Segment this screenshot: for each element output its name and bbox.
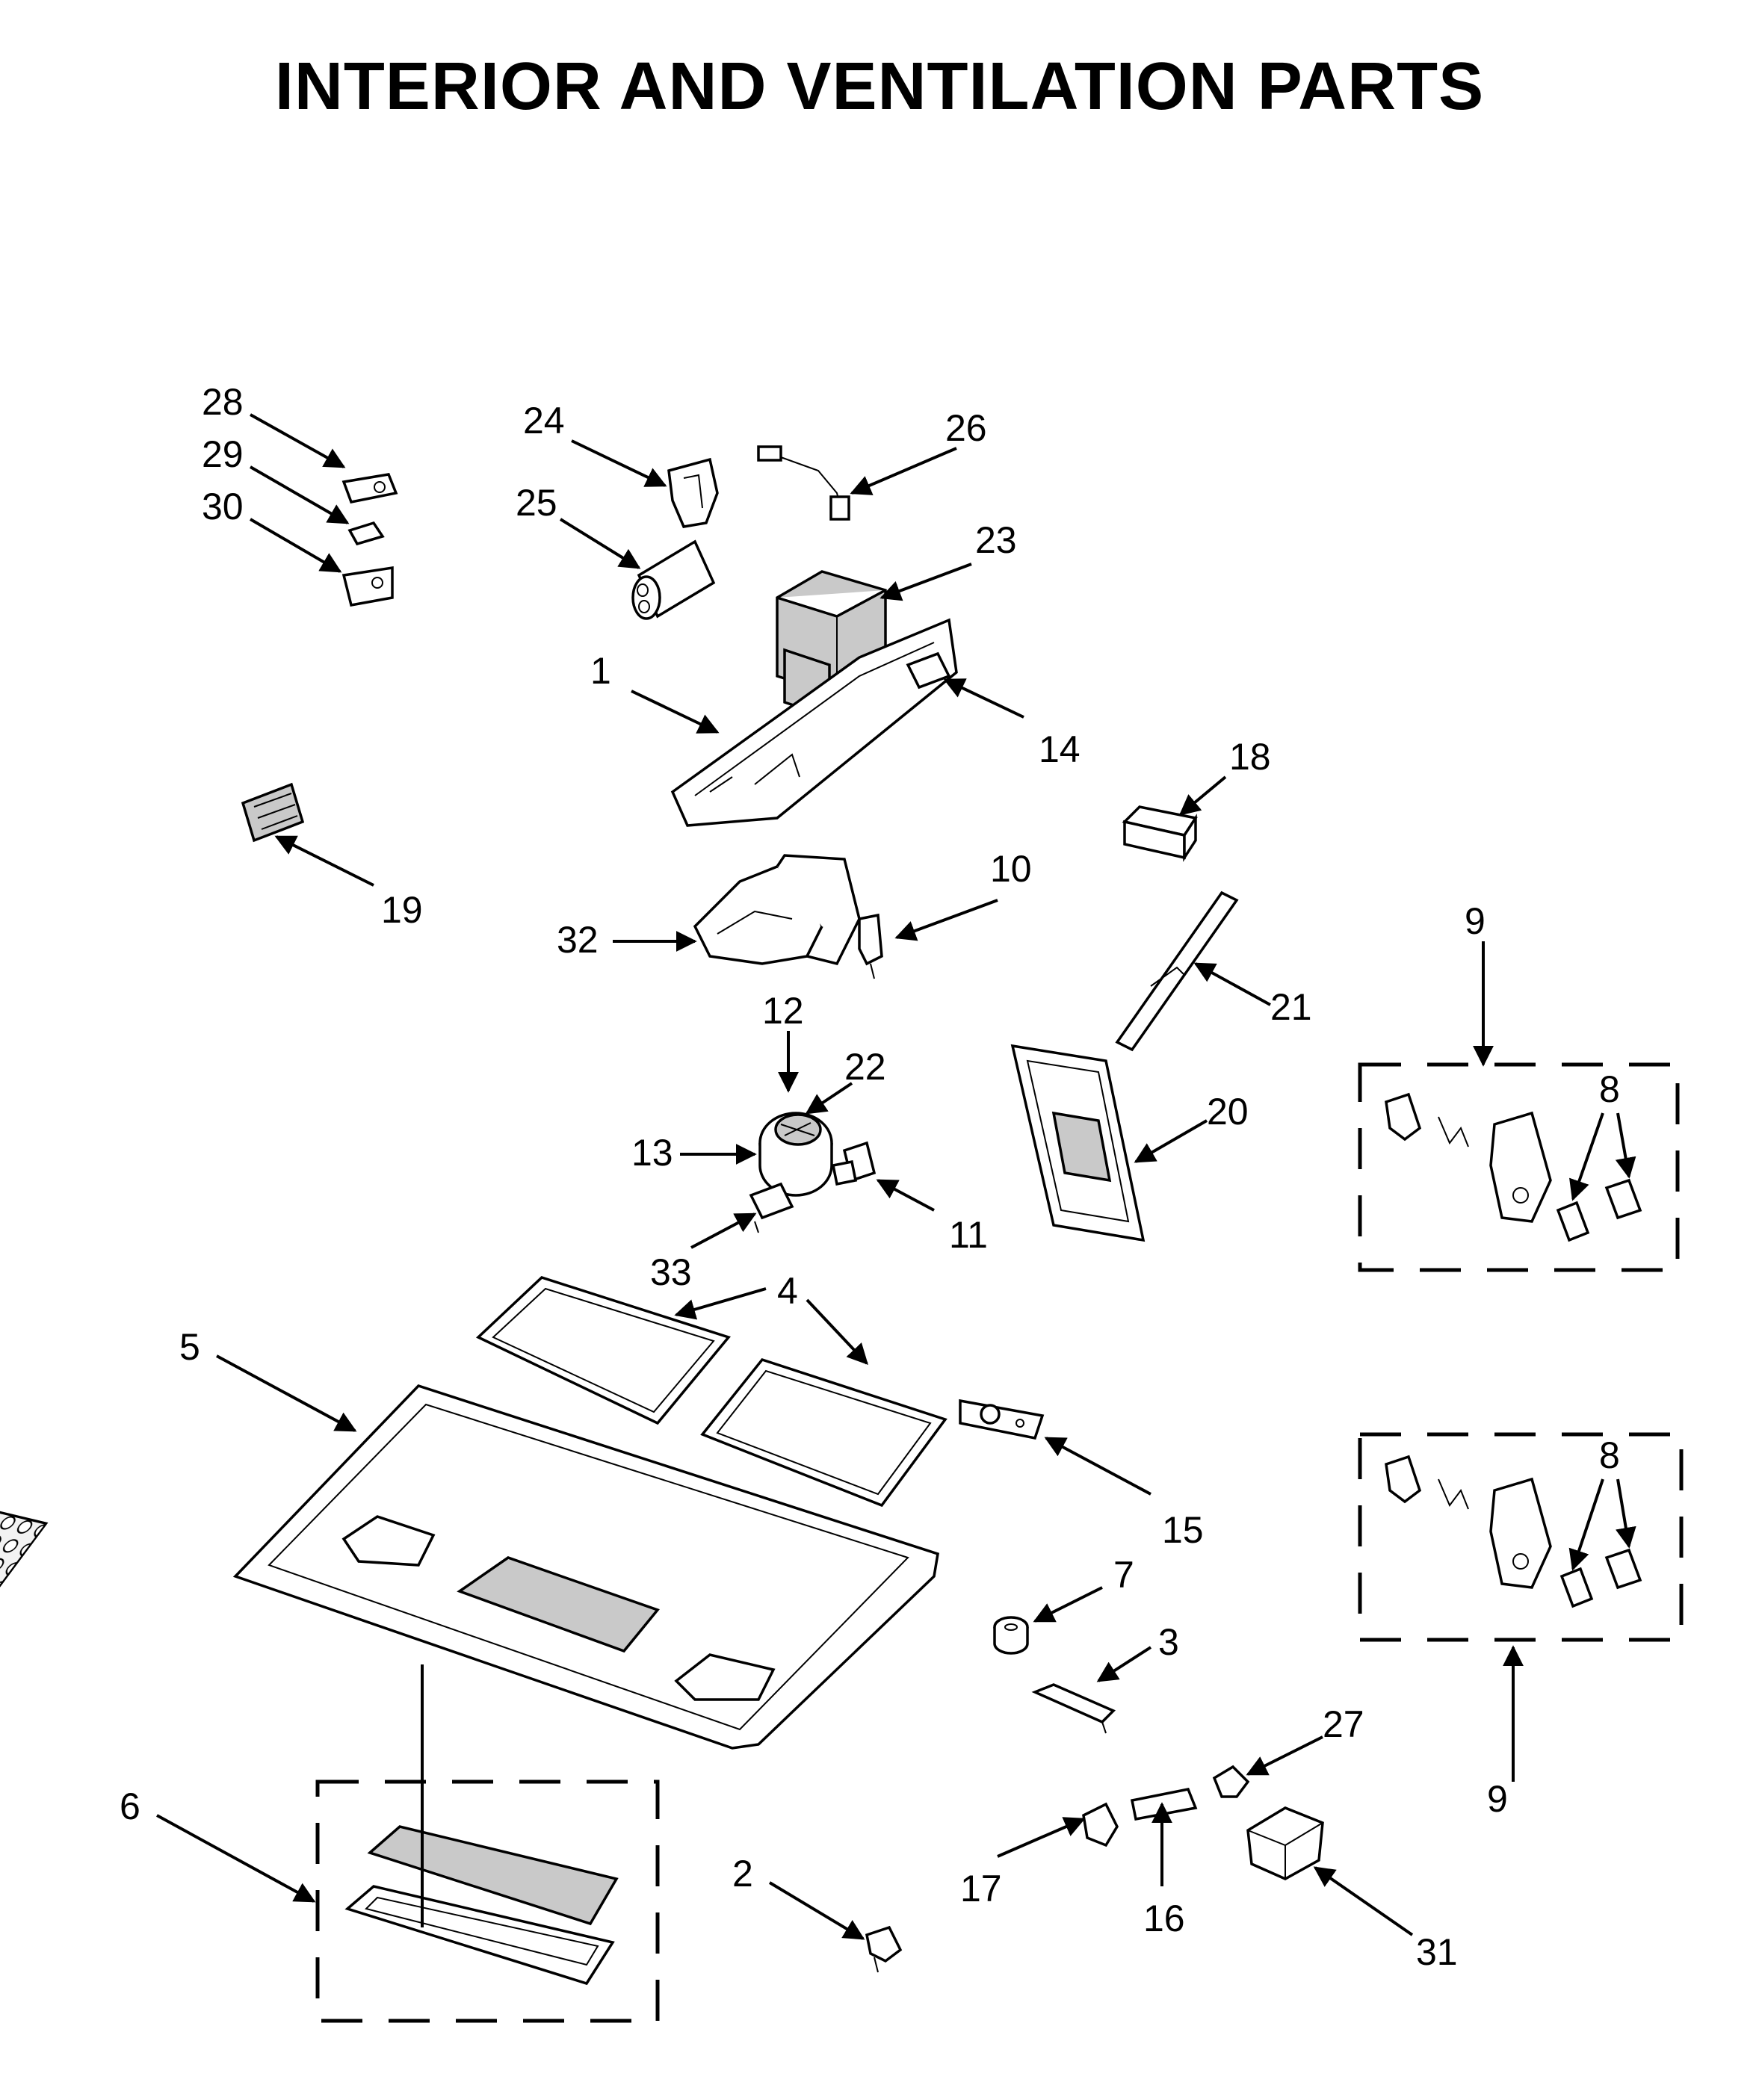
callout-9-bottom: 9 [1487,1778,1508,1820]
callout-2: 2 [732,1853,753,1895]
callout-32: 32 [557,919,599,961]
callout-30: 30 [202,486,244,527]
part-32-duct [693,854,861,966]
callout-14: 14 [1039,728,1081,770]
leader-lines [156,413,1636,1940]
callout-20: 20 [1207,1091,1249,1133]
part-6-grease-filter [315,1664,660,2023]
part-14-sensor [906,651,951,690]
callout-23: 23 [975,519,1017,561]
part-20-panel [1010,1044,1146,1242]
part-17-elbow [1082,1802,1119,1847]
part-3-bracket [1031,1683,1116,1734]
part-19-filter [241,782,305,843]
callout-16: 16 [1143,1898,1185,1939]
callout-7: 7 [1113,1554,1134,1596]
part-33-switch [749,1182,794,1233]
callout-25: 25 [516,482,557,524]
part-25-capacitor [631,539,716,620]
part-5-cavity-bottom [0,1384,939,1750]
part-31-bracket [1246,1806,1324,1880]
callout-1: 1 [590,650,611,692]
part-30-bracket [341,566,394,607]
callout-31: 31 [1416,1931,1458,1973]
callout-12: 12 [762,990,804,1032]
part-9-latch-assembly-bottom [1358,1432,1684,1642]
part-24-bracket [667,457,719,528]
callout-26: 26 [945,407,987,449]
callout-33: 33 [650,1251,692,1293]
part-27-connector [1212,1765,1250,1798]
callout-9-top: 9 [1465,900,1486,942]
callout-15: 15 [1162,1509,1204,1551]
part-7-grommet [993,1616,1029,1655]
callout-8-bottom: 8 [1599,1434,1620,1476]
callout-22: 22 [844,1046,886,1088]
part-22-fan-blade [774,1113,822,1146]
callout-19: 19 [381,889,423,931]
callout-11: 11 [949,1214,988,1256]
part-29-clip [347,521,385,546]
part-9-latch-assembly-top [1358,1062,1680,1272]
page-title: INTERIOR AND VENTILATION PARTS [274,49,1485,124]
callout-27: 27 [1323,1703,1364,1745]
callout-10: 10 [990,848,1032,890]
part-15-lamp-socket [959,1399,1045,1440]
callout-5: 5 [179,1326,200,1368]
callout-8-top: 8 [1599,1068,1620,1110]
callout-28: 28 [202,381,244,423]
part-4-window-right [700,1357,947,1508]
part-21-rail [1115,891,1239,1052]
part-26-diode [757,445,850,521]
callout-labels: 28 29 30 24 25 26 23 1 14 18 19 32 10 21… [120,381,1620,1973]
part-4-window-left [475,1276,731,1425]
callout-17: 17 [960,1868,1002,1909]
callout-13: 13 [631,1132,673,1174]
part-10-motor-lead [858,913,883,979]
callout-3: 3 [1158,1621,1179,1663]
part-11-thermostat [831,1141,877,1186]
part-18-box [1122,805,1198,862]
callout-18: 18 [1229,736,1271,778]
callout-29: 29 [202,433,244,475]
callout-6: 6 [120,1785,140,1827]
part-2-clip [865,1925,903,1973]
callout-21: 21 [1270,986,1312,1028]
callout-4: 4 [777,1270,798,1312]
part-1-base-plate [670,618,958,827]
part-16-hose [1130,1787,1198,1821]
part-28-bracket [341,473,398,504]
callout-24: 24 [523,400,565,442]
